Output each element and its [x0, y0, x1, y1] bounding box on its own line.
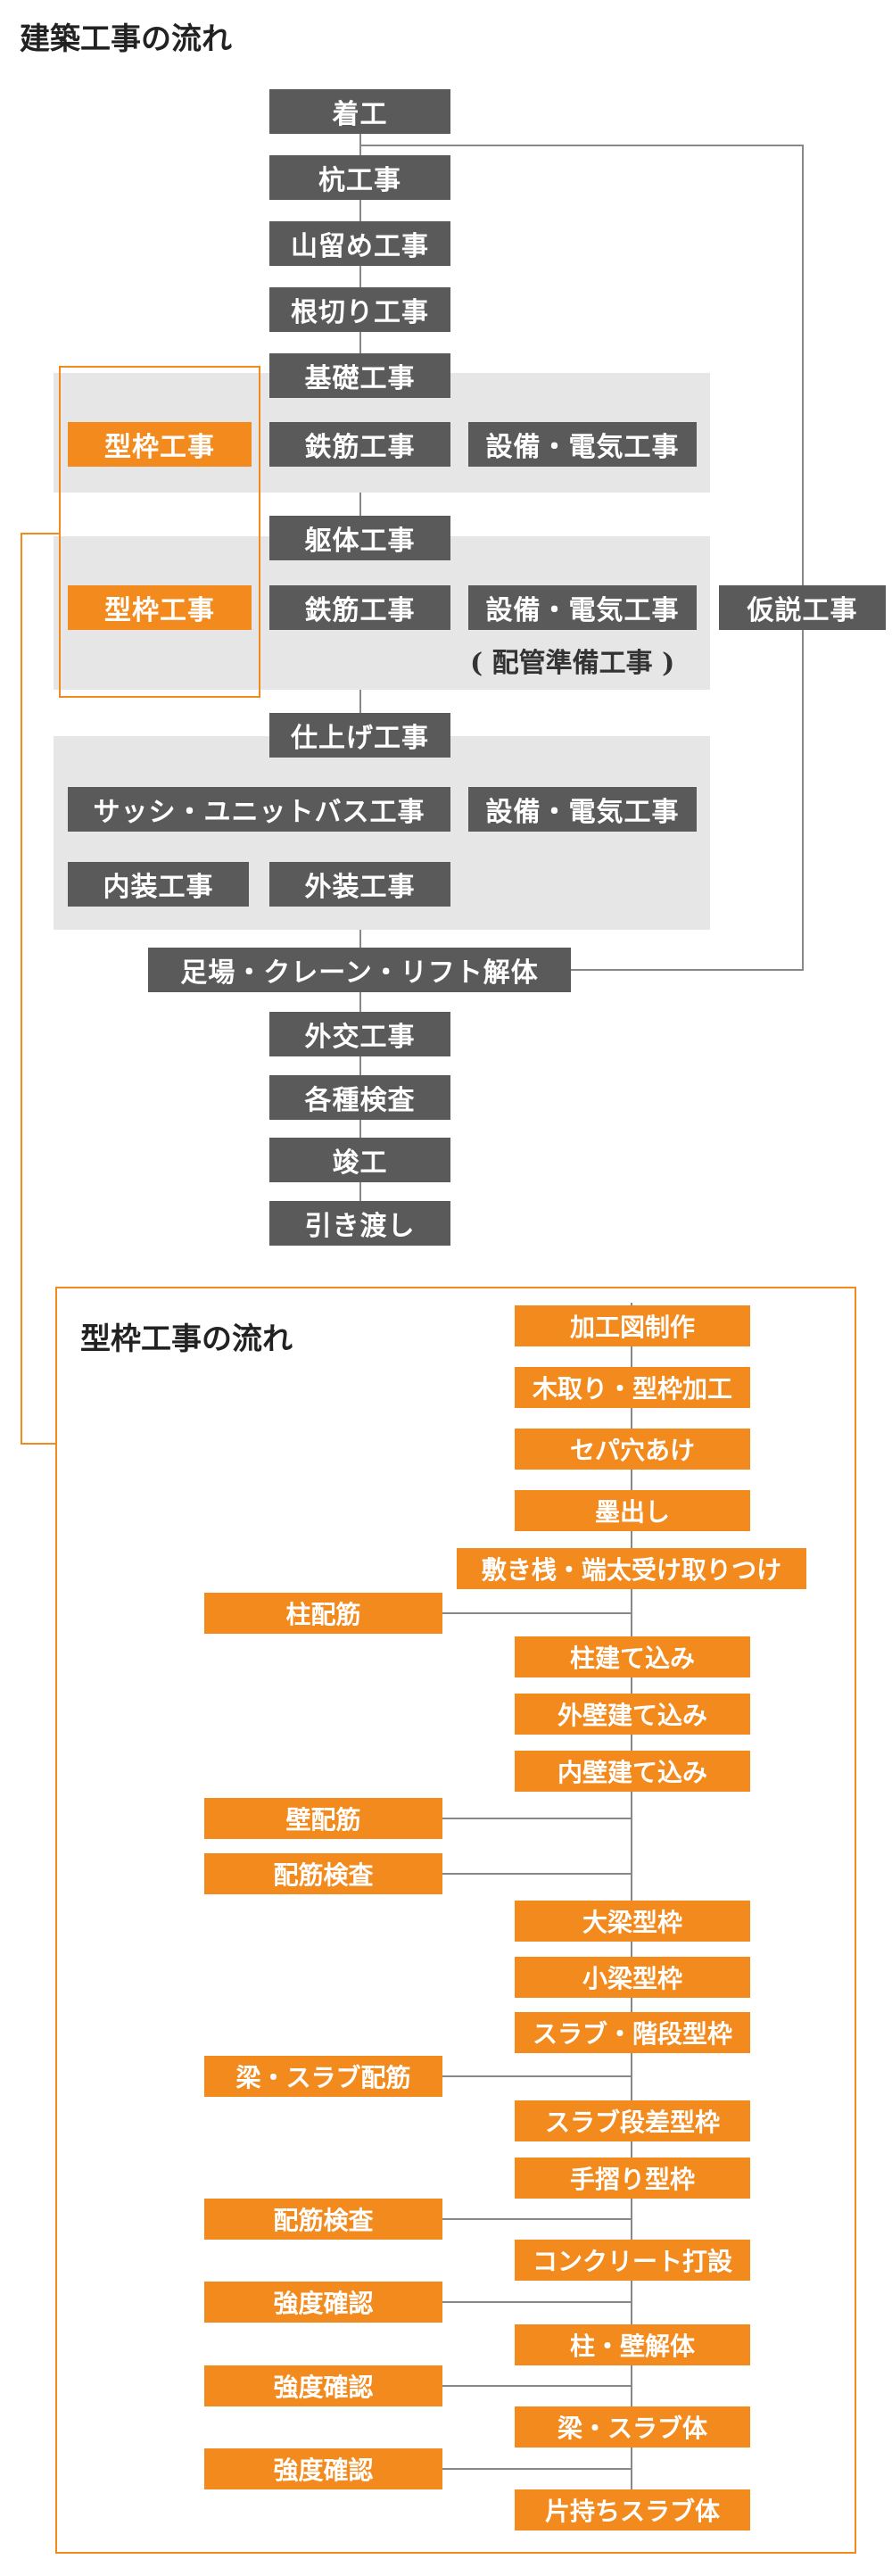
step-nekiri: 根切り工事: [269, 287, 450, 332]
shiage-sash: サッシ・ユニットバス工事: [68, 787, 450, 832]
kiso-tekkin: 鉄筋工事: [269, 422, 450, 467]
kutai-tekkin: 鉄筋工事: [269, 585, 450, 630]
shiage-gaiso: 外装工事: [269, 862, 450, 907]
formwork-main-step: 外壁建て込み: [515, 1694, 750, 1735]
step-ashiba: 足場・クレーン・リフト解体: [148, 948, 571, 992]
formwork-main-step: コンクリート打設: [515, 2240, 750, 2281]
formwork-main-step: セパ穴あけ: [515, 1429, 750, 1470]
kutai-setsubi-note: ( 配管準備工事 ): [470, 648, 675, 679]
formwork-main-step: 加工図制作: [515, 1305, 750, 1346]
formwork-main-step: 大梁型枠: [515, 1901, 750, 1942]
kasetsu: 仮説工事: [719, 585, 886, 630]
formwork-main-step: 手摺り型枠: [515, 2158, 750, 2199]
formwork-side-step: 強度確認: [204, 2448, 442, 2489]
step-yamadome: 山留め工事: [269, 221, 450, 266]
step-shiage: 仕上げ工事: [269, 713, 450, 758]
formwork-main-step: スラブ段差型枠: [515, 2100, 750, 2141]
kutai-katawaku: 型枠工事: [68, 585, 252, 630]
formwork-main-step: 柱建て込み: [515, 1636, 750, 1677]
formwork-main-step: 敷き桟・端太受け取りつけ: [457, 1548, 806, 1589]
formwork-highlight-frame: [59, 366, 260, 698]
formwork-side-step: 強度確認: [204, 2365, 442, 2406]
page-title: 建築工事の流れ: [20, 21, 232, 57]
formwork-flow-panel: [55, 1287, 856, 2554]
step-shunko: 竣工: [269, 1138, 450, 1182]
formwork-side-step: 壁配筋: [204, 1798, 442, 1839]
formwork-side-step: 強度確認: [204, 2282, 442, 2323]
formwork-side-step: 梁・スラブ配筋: [204, 2056, 442, 2097]
shiage-naiso: 内装工事: [68, 862, 249, 907]
formwork-main-step: 小梁型枠: [515, 1957, 750, 1998]
kiso-setsubi: 設備・電気工事: [468, 422, 697, 467]
kiso-katawaku: 型枠工事: [68, 422, 252, 467]
formwork-side-step: 配筋検査: [204, 1853, 442, 1894]
step-chakko: 着工: [269, 89, 450, 134]
formwork-main-step: 内壁建て込み: [515, 1751, 750, 1792]
formwork-main-step: 梁・スラブ体: [515, 2406, 750, 2448]
formwork-side-step: 柱配筋: [204, 1593, 442, 1634]
formwork-flow-title: 型枠工事の流れ: [80, 1321, 293, 1357]
kutai-setsubi: 設備・電気工事: [468, 585, 697, 630]
step-kutai: 躯体工事: [269, 516, 450, 560]
step-kui: 杭工事: [269, 155, 450, 200]
step-kensa: 各種検査: [269, 1075, 450, 1120]
formwork-main-step: 墨出し: [515, 1490, 750, 1531]
formwork-main-step: 片持ちスラブ体: [515, 2489, 750, 2530]
formwork-side-step: 配筋検査: [204, 2199, 442, 2240]
shiage-setsubi: 設備・電気工事: [468, 787, 697, 832]
formwork-main-step: 柱・壁解体: [515, 2324, 750, 2365]
step-gaiko: 外交工事: [269, 1012, 450, 1056]
formwork-main-step: スラブ・階段型枠: [515, 2012, 750, 2053]
step-hikiwatashi: 引き渡し: [269, 1201, 450, 1246]
formwork-main-step: 木取り・型枠加工: [515, 1367, 750, 1408]
step-kiso: 基礎工事: [269, 353, 450, 398]
